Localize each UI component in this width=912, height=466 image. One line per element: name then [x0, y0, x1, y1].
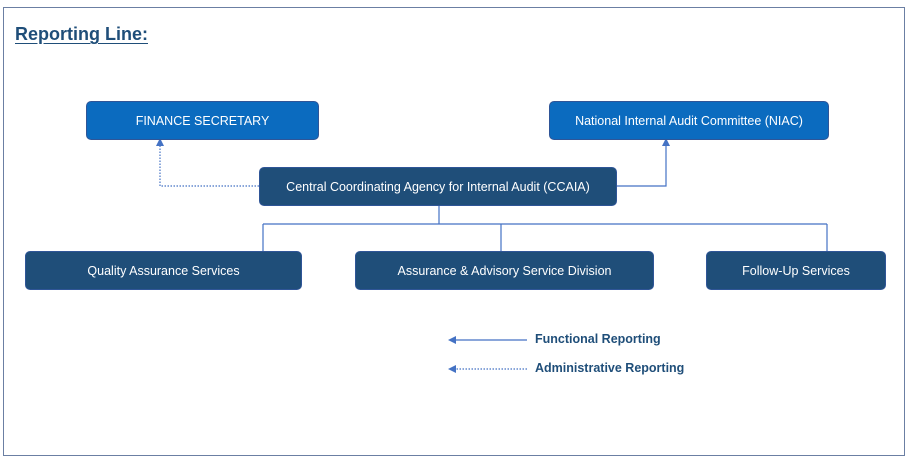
administrative-edge: [156, 138, 259, 187]
node-niac[interactable]: National Internal Audit Committee (NIAC): [549, 101, 829, 140]
functional-edge: [617, 138, 670, 187]
node-ccaia[interactable]: Central Coordinating Agency for Internal…: [259, 167, 617, 206]
node-label: Assurance & Advisory Service Division: [397, 263, 612, 278]
node-finance-secretary[interactable]: FINANCE SECRETARY: [86, 101, 319, 140]
page-title: Reporting Line:: [15, 24, 148, 44]
node-label: Follow-Up Services: [742, 263, 850, 278]
node-label: FINANCE SECRETARY: [135, 113, 270, 128]
node-follow-up[interactable]: Follow-Up Services: [706, 251, 886, 290]
node-label: National Internal Audit Committee (NIAC): [575, 113, 803, 128]
diagram-frame: [3, 7, 905, 456]
node-label: Central Coordinating Agency for Internal…: [286, 179, 590, 194]
node-assurance-advisory[interactable]: Assurance & Advisory Service Division: [355, 251, 654, 290]
node-quality-assurance[interactable]: Quality Assurance Services: [25, 251, 302, 290]
legend-administrative-label: Administrative Reporting: [535, 361, 685, 375]
legend-functional-label: Functional Reporting: [535, 332, 661, 346]
node-label: Quality Assurance Services: [87, 263, 240, 278]
